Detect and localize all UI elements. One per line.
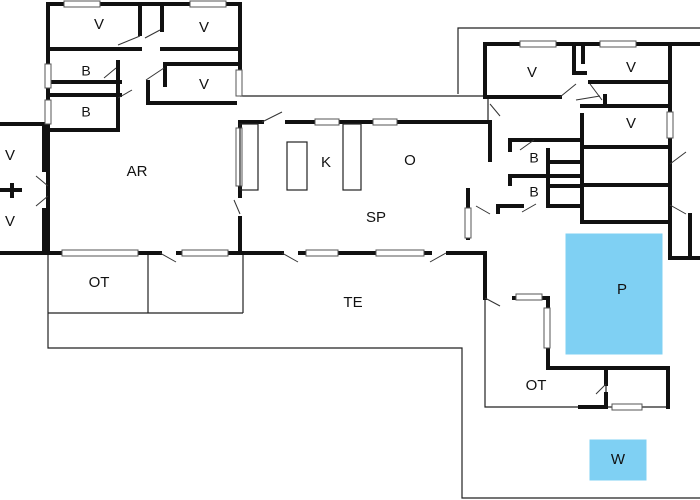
room-label-p: P xyxy=(617,281,627,298)
room-label-b3: B xyxy=(529,150,538,166)
room-label-v1: V xyxy=(94,16,104,33)
kitchen-fixtures xyxy=(239,123,362,191)
room-label-b1: B xyxy=(81,63,90,79)
doors xyxy=(35,29,687,395)
pool xyxy=(565,233,663,355)
room-label-v5: V xyxy=(626,59,636,76)
room-label-ar: AR xyxy=(127,163,148,180)
room-labels: V V V B B AR V V K O SP V V V B B P OT T… xyxy=(5,16,636,468)
terrace-outline xyxy=(47,27,700,499)
room-label-v-left1: V xyxy=(5,147,15,164)
room-label-v2: V xyxy=(199,19,209,36)
room-label-v3: V xyxy=(199,76,209,93)
room-label-v6: V xyxy=(626,115,636,132)
windows xyxy=(44,0,674,411)
room-label-sp: SP xyxy=(366,209,386,226)
room-label-b4: B xyxy=(529,184,538,200)
room-label-v4: V xyxy=(527,64,537,81)
room-label-v-left2: V xyxy=(5,213,15,230)
room-label-w: W xyxy=(611,451,626,468)
room-label-te: TE xyxy=(343,294,362,311)
room-label-o: O xyxy=(404,152,416,169)
room-label-b2: B xyxy=(81,104,90,120)
whirlpool xyxy=(589,439,647,481)
room-label-ot1: OT xyxy=(89,274,110,291)
room-label-k: K xyxy=(321,154,331,171)
room-label-ot2: OT xyxy=(526,377,547,394)
